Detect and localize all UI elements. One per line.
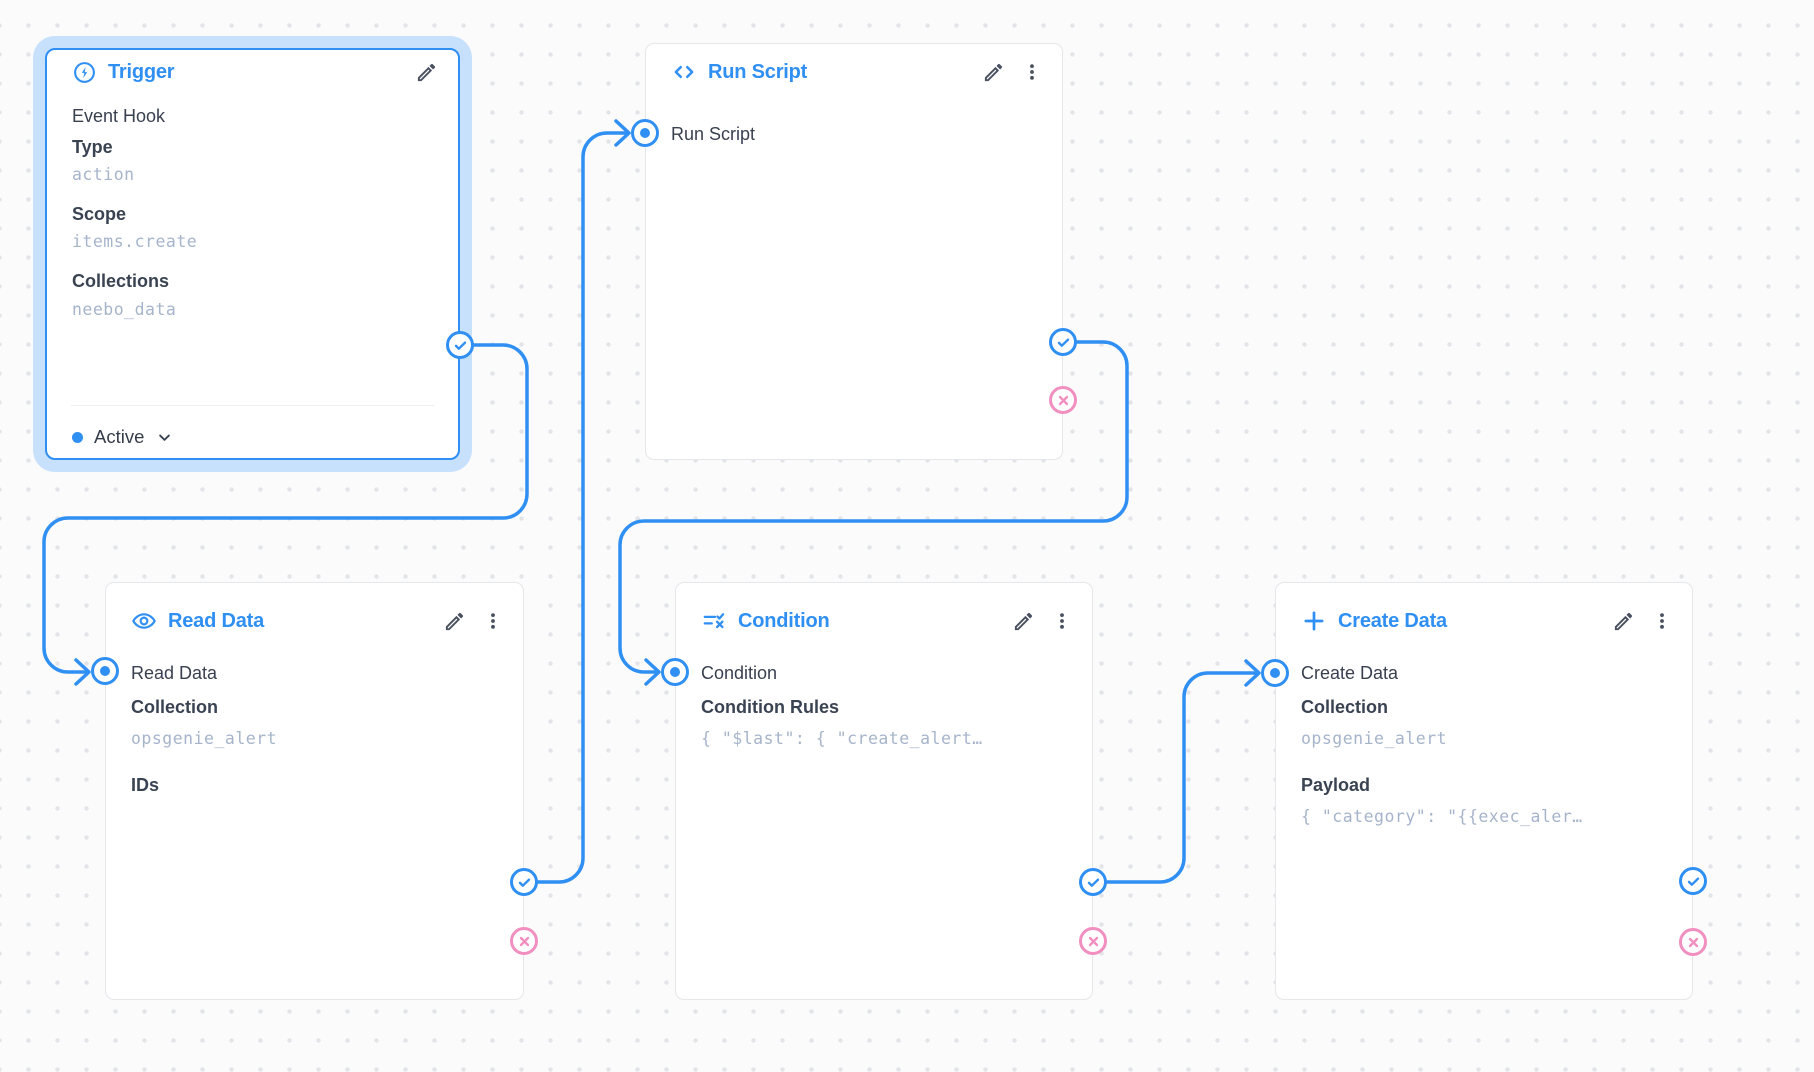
create-data-resolve-connector[interactable] [1679,867,1707,895]
create-data-reject-connector[interactable] [1679,928,1707,956]
plus-icon [1301,608,1327,634]
field-value: { "$last": { "create_alert… [701,729,983,748]
edge-trigger-to-read-data [42,343,529,674]
run-script-reject-connector[interactable] [1049,386,1077,414]
trigger-resolve-connector[interactable] [446,331,474,359]
status-label: Active [94,426,145,447]
condition-resolve-connector[interactable] [1079,868,1107,896]
field-label: Type [72,137,113,157]
field-label: Condition Rules [701,697,839,717]
field-value: action [72,165,135,184]
edit-node-button[interactable] [443,610,466,633]
condition-reject-connector[interactable] [1079,927,1107,955]
edit-node-button[interactable] [415,61,438,84]
edge-run-script-to-condition [618,340,1129,674]
field-value: items.create [72,232,198,251]
input-dot [100,666,110,676]
flow-status-toggle[interactable]: Active [72,424,436,450]
edit-node-button[interactable] [1012,610,1035,633]
field-label: Collection [1301,697,1389,717]
node-menu-button[interactable] [483,611,503,631]
read-data-input-connector[interactable] [91,657,119,685]
edit-node-button[interactable] [1612,610,1635,633]
bolt-icon [72,60,97,85]
edge-read-data-to-run-script [522,131,630,884]
input-dot [670,667,680,677]
trigger-type-name: Event Hook [72,106,166,126]
node-trigger[interactable]: Trigger Event Hook Type action Scope ite… [45,48,460,460]
node-read-data[interactable]: Read Data Read Data Collection opsgenie_… [105,582,524,1000]
chevron-down-icon [159,434,171,441]
edge-condition-to-create-data [1091,671,1260,884]
run-script-input-connector[interactable] [631,119,659,147]
node-run-script[interactable]: Run Script Run Script [645,43,1063,460]
run-script-resolve-connector[interactable] [1049,328,1077,356]
field-label: Collection [131,697,219,717]
node-condition[interactable]: Condition Condition Condition Rules { "$… [675,582,1093,1000]
field-value: opsgenie_alert [131,729,278,748]
rule-icon [701,608,727,634]
node-title: Condition [738,609,830,632]
node-title: Trigger [108,61,175,83]
node-menu-button[interactable] [1652,611,1672,631]
node-input-label: Read Data [131,663,218,683]
eye-icon [131,608,157,634]
field-label: Collections [72,271,170,291]
node-input-label: Condition [701,663,778,683]
field-value: { "category": "{{exec_aler… [1301,807,1583,826]
node-menu-button[interactable] [1022,62,1042,82]
condition-input-connector[interactable] [661,658,689,686]
read-data-reject-connector[interactable] [510,927,538,955]
node-input-label: Create Data [1301,663,1399,683]
node-title: Run Script [708,60,808,83]
input-dot [640,128,650,138]
footer-divider [71,405,434,406]
field-label: IDs [131,775,160,795]
edit-node-button[interactable] [982,61,1005,84]
node-input-label: Run Script [671,124,756,144]
field-label: Payload [1301,775,1371,795]
field-value: neebo_data [72,300,177,319]
input-dot [1270,668,1280,678]
node-menu-button[interactable] [1052,611,1072,631]
read-data-resolve-connector[interactable] [510,868,538,896]
code-icon [671,59,697,85]
create-data-input-connector[interactable] [1261,659,1289,687]
field-label: Scope [72,204,127,224]
active-status-dot [72,431,83,443]
node-title: Create Data [1338,609,1447,632]
node-title: Read Data [168,609,265,632]
node-create-data[interactable]: Create Data Create Data Collection opsge… [1275,582,1693,1000]
field-value: opsgenie_alert [1301,729,1448,748]
